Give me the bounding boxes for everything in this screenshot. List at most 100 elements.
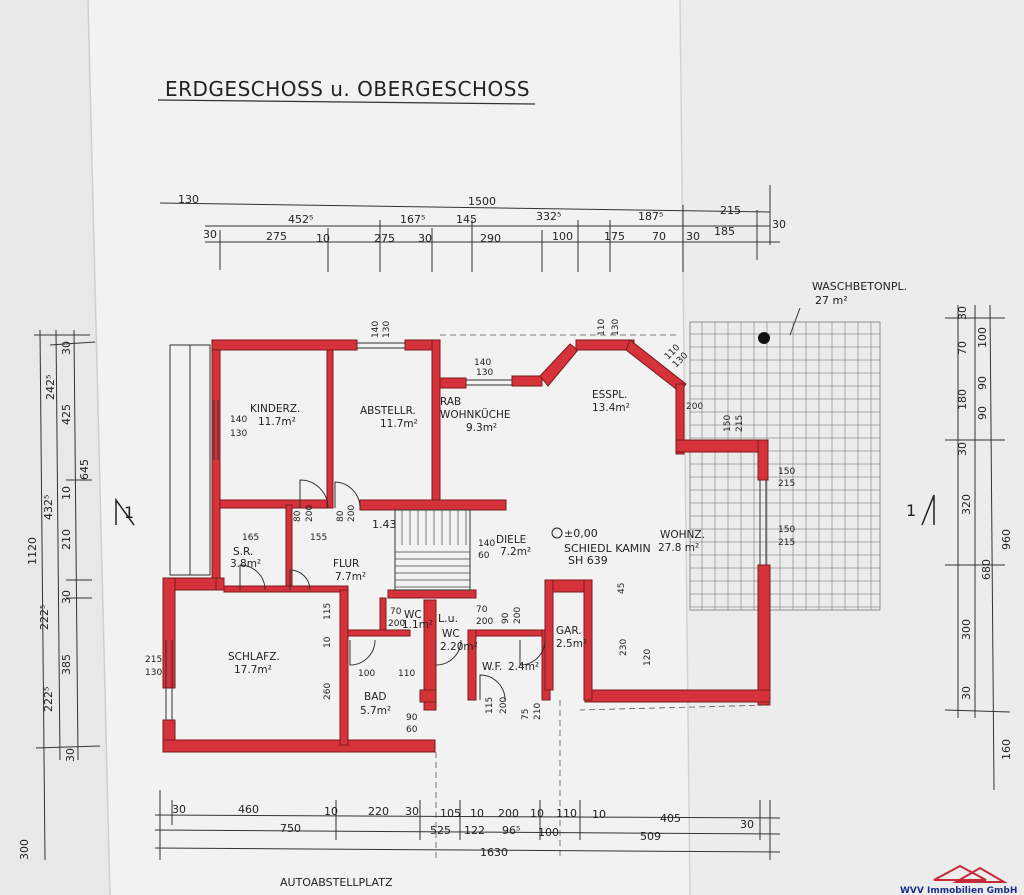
dim-text: 222⁵ xyxy=(42,687,55,712)
svg-text:140: 140 xyxy=(478,539,495,549)
dim-text: 100 xyxy=(976,327,989,348)
svg-text:90: 90 xyxy=(406,713,418,723)
svg-text:30: 30 xyxy=(172,803,186,816)
room-area: 13.4m² xyxy=(592,402,630,414)
dim-text: 215 xyxy=(720,204,741,217)
room-labels: KINDERZ. 11.7m² ABSTELLR. 11.7m² RAB WOH… xyxy=(228,389,705,717)
dim-text: 185 xyxy=(714,225,735,238)
room-area: 2.20m² xyxy=(440,641,478,653)
null-level: ±0,00 xyxy=(564,527,598,540)
dim-text: 680 xyxy=(980,559,993,580)
room-area: 5.7m² xyxy=(360,705,391,717)
dim-text: 30 xyxy=(956,442,969,456)
svg-text:10: 10 xyxy=(530,807,544,820)
svg-text:130: 130 xyxy=(230,429,247,439)
svg-text:10: 10 xyxy=(470,807,484,820)
svg-text:100: 100 xyxy=(358,669,375,679)
svg-text:1: 1 xyxy=(124,503,134,522)
svg-text:140: 140 xyxy=(230,415,247,425)
room-area: 2.4m² xyxy=(508,661,539,673)
svg-text:110: 110 xyxy=(597,319,607,336)
svg-text:140: 140 xyxy=(474,358,491,368)
svg-text:96⁵: 96⁵ xyxy=(502,824,520,837)
dim-text: 432⁵ xyxy=(42,495,55,520)
svg-text:115: 115 xyxy=(323,603,333,620)
room-name: ABSTELLR. xyxy=(360,405,416,417)
dim-text: 30 xyxy=(203,228,217,241)
svg-text:130: 130 xyxy=(476,368,493,378)
room-name: BAD xyxy=(364,691,386,703)
svg-text:200: 200 xyxy=(499,697,509,714)
dim-text: 30 xyxy=(60,590,73,604)
svg-text:150: 150 xyxy=(778,467,795,477)
dim-text: 385 xyxy=(60,654,73,675)
svg-text:210: 210 xyxy=(533,703,543,720)
svg-text:215: 215 xyxy=(735,415,745,432)
svg-text:155: 155 xyxy=(310,533,327,543)
svg-text:100: 100 xyxy=(538,826,559,839)
svg-text:60: 60 xyxy=(478,551,490,561)
plan-title: ERDGESCHOSS u. OBERGESCHOSS xyxy=(165,77,530,101)
outline-dashed xyxy=(435,334,771,860)
svg-text:200: 200 xyxy=(347,505,357,522)
svg-text:165: 165 xyxy=(242,533,259,543)
room-area: 7.7m² xyxy=(335,571,366,583)
svg-text:260: 260 xyxy=(323,683,333,700)
section-marker-right: 1 xyxy=(906,494,935,526)
svg-text:110: 110 xyxy=(398,669,415,679)
room-area: 27.8 m² xyxy=(658,542,699,554)
svg-text:150: 150 xyxy=(723,415,733,432)
room-name: WC xyxy=(442,628,460,640)
dim-text: 320 xyxy=(960,494,973,515)
svg-text:1: 1 xyxy=(906,501,916,520)
room-area: 7.2m² xyxy=(500,546,531,558)
svg-text:215: 215 xyxy=(778,479,795,489)
svg-text:80: 80 xyxy=(293,510,303,522)
dim-text: 90 xyxy=(976,406,989,420)
room-name: KINDERZ. xyxy=(250,403,300,415)
room-name: W.F. xyxy=(482,661,502,673)
svg-text:10: 10 xyxy=(324,805,338,818)
svg-text:10: 10 xyxy=(592,808,606,821)
room-area: 17.7m² xyxy=(234,664,272,676)
terrace-grid-lines xyxy=(690,322,880,610)
room-area: 11.7m² xyxy=(380,418,418,430)
dim-text: 90 xyxy=(976,376,989,390)
room-name: DIELE xyxy=(496,534,526,546)
dim-text: 210 xyxy=(60,529,73,550)
bottom-dim-texts: 30 460 10 220 30 105 10 200 10 110 10 40… xyxy=(172,803,754,859)
room-name: WC xyxy=(404,609,422,621)
dim-text: 1500 xyxy=(468,195,496,208)
room-name: FLUR xyxy=(333,558,359,570)
bottom-dimensions xyxy=(154,790,781,860)
svg-text:200: 200 xyxy=(513,607,523,624)
kamin-sh: SH 639 xyxy=(568,554,608,567)
right-dim-texts: 30 100 70 90 180 90 30 320 960 680 300 3… xyxy=(956,306,1013,760)
autoabstell-label: AUTOABSTELLPLATZ xyxy=(280,876,393,889)
room-area: 11.7m² xyxy=(258,416,296,428)
room-name: RAB xyxy=(440,396,461,408)
lu-label: L.u. xyxy=(438,612,458,625)
openings xyxy=(165,342,767,720)
svg-text:10: 10 xyxy=(323,636,333,648)
dim-text: 30 xyxy=(686,230,700,243)
dim-text: 275 xyxy=(266,230,287,243)
svg-text:215: 215 xyxy=(145,655,162,665)
drain-icon xyxy=(758,332,770,344)
dim-text: 300 xyxy=(960,619,973,640)
stairs xyxy=(395,510,470,588)
svg-text:405: 405 xyxy=(660,812,681,825)
dim-text: 960 xyxy=(1000,529,1013,550)
svg-text:80: 80 xyxy=(336,510,346,522)
dim-text: 130 xyxy=(178,193,199,206)
room-area: 3.8m² xyxy=(230,558,261,570)
dim-text: 300 xyxy=(18,839,31,860)
dim-text: 187⁵ xyxy=(638,210,663,223)
dim-text: 167⁵ xyxy=(400,213,425,226)
misc-labels: ±0,00 SCHIEDL KAMIN SH 639 L.u. 1.43 AUT… xyxy=(280,518,651,889)
dim-text: 30 xyxy=(772,218,786,231)
svg-text:150: 150 xyxy=(778,525,795,535)
dim-text: 160 xyxy=(1000,739,1013,760)
